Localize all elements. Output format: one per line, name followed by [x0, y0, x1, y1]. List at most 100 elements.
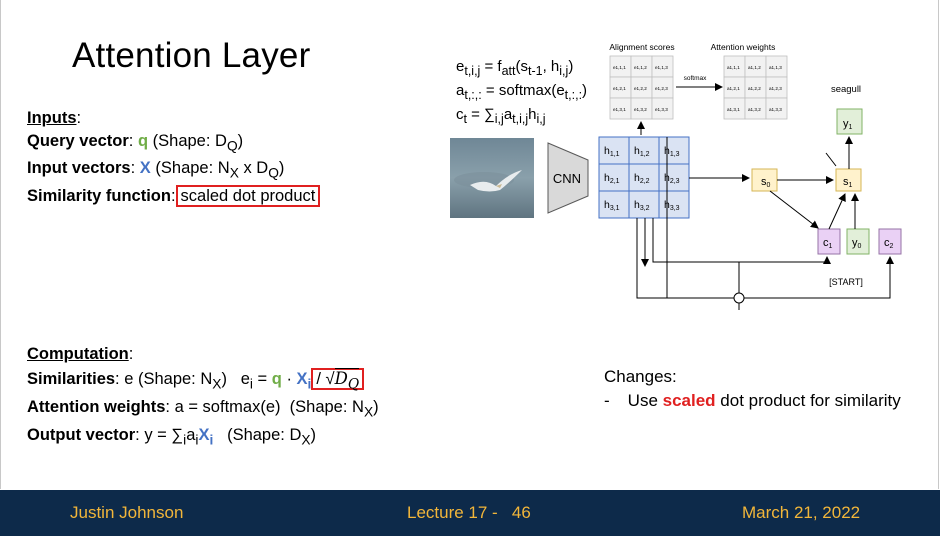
h-cell — [658, 163, 690, 192]
attention-cell-text: a1,1,1 — [727, 65, 740, 70]
footer-bar: Justin Johnson Lecture 17 - 46 March 21,… — [0, 490, 940, 536]
query-shape: (Shape: DQ) — [152, 132, 244, 154]
computation-heading-line: Computation: — [27, 345, 134, 363]
input-symbol: X — [139, 159, 151, 178]
attention-cell-text: a1,1,2 — [748, 65, 761, 70]
x-symbol: X — [296, 369, 308, 388]
similarity-line: Similarity function:scaled dot product — [27, 184, 321, 208]
input-vectors-line: Input vectors: X (Shape: NX x DQ) — [27, 159, 285, 181]
changes-heading: Changes: — [604, 367, 677, 386]
attention-weights-line: Attention weights: a = softmax(e) (Shape… — [27, 398, 379, 420]
s1-to-attention-line — [825, 152, 837, 167]
softmax-label: softmax — [684, 75, 708, 82]
attention-cell-text: a1,3,3 — [769, 107, 782, 112]
h-cell-label: h3,1 — [604, 199, 620, 212]
h-cell — [628, 190, 660, 219]
c1-label: c1 — [823, 237, 833, 250]
scale-box: / √DQ — [311, 367, 365, 392]
slide-title: Attention Layer — [72, 36, 311, 75]
inputs-block: Inputs: Query vector: q (Shape: DQ) Inpu… — [27, 107, 321, 208]
similarity-label: Similarity function — [27, 186, 171, 205]
attention-cell-text: a1,3,2 — [748, 107, 761, 112]
similarity-value-box: scaled dot product — [175, 184, 321, 207]
cnn-block — [547, 142, 589, 214]
attention-weights-label: Attention weights — [711, 42, 776, 52]
alignment-cell-text: e1,3,1 — [613, 107, 626, 112]
c2-box — [878, 228, 902, 255]
seagull-image — [450, 138, 534, 218]
attention-cell-text: a1,2,2 — [748, 86, 761, 91]
y1-box — [836, 108, 863, 135]
alignment-cell-text: e1,2,3 — [655, 86, 668, 91]
formula-block: et,i,j = fatt(st-1, hi,j) at,:,: = softm… — [456, 57, 587, 129]
attention-diagram: Alignment scores Attention weights e1,1,… — [450, 42, 902, 310]
h-cell-label: h2,1 — [604, 172, 620, 185]
y0-label: y0 — [852, 237, 862, 250]
inputs-heading-line: Inputs: — [27, 109, 82, 127]
h-cell — [598, 190, 630, 219]
seagull-label: seagull — [831, 84, 861, 95]
attention-weights-grid: a1,1,1 a1,1,2 a1,1,3 a1,2,1 a1,2,2 a1,2,3 a1,3… — [723, 55, 788, 120]
footer-author: Justin Johnson — [70, 503, 184, 522]
attention-cell-text: a1,2,3 — [769, 86, 782, 91]
footer-lecture: Lecture 17 - 46 — [407, 503, 531, 522]
cnn-label: CNN — [553, 171, 581, 186]
h-cell — [658, 190, 690, 219]
query-symbol: q — [137, 132, 149, 150]
h-cell — [658, 136, 690, 165]
input-shape: (Shape: NX x DQ) — [155, 159, 285, 181]
alignment-cell-text: e1,1,2 — [634, 65, 647, 70]
similarities-line: Similarities: e (Shape: NX) ei = q · Xi/… — [27, 367, 379, 397]
multiply-node — [733, 292, 745, 304]
output-vector-label: Output vector — [27, 426, 136, 445]
mult-to-c2-path — [744, 256, 894, 299]
c1-to-s1-arrow — [828, 193, 846, 230]
formula-a: at,:,: = softmax(et,:,:) — [456, 82, 588, 102]
c1-box — [817, 228, 841, 255]
scaled-highlight: scaled — [662, 391, 716, 410]
h-cell-label: h3,2 — [634, 199, 650, 212]
alignment-cell-text: e1,3,2 — [634, 107, 647, 112]
h-cell-label: h1,1 — [604, 145, 620, 158]
y0-box — [846, 228, 870, 255]
attention-cell-text: a1,2,1 — [727, 86, 740, 91]
alignment-cell-text: e1,1,1 — [613, 65, 626, 70]
attention-cell — [765, 97, 788, 120]
s1-label: s1 — [843, 176, 853, 189]
c2-label: c2 — [884, 237, 894, 250]
input-label: Input vectors — [27, 159, 131, 178]
inputs-heading: Inputs — [27, 109, 77, 127]
attention-weights-label: Attention weights — [27, 398, 166, 417]
query-label: Query vector — [27, 132, 129, 150]
similarities-label: Similarities — [27, 369, 116, 388]
attention-cell-text: a1,3,1 — [727, 107, 740, 112]
h-to-mult-path — [636, 218, 734, 299]
formula-e: et,i,j = fatt(st-1, hi,j) — [456, 58, 574, 78]
h-cell-label: h1,2 — [634, 145, 650, 158]
alignment-cell-text: e1,1,3 — [655, 65, 668, 70]
computation-heading: Computation — [27, 345, 129, 363]
alignment-cell — [651, 97, 674, 120]
query-line: Query vector: q (Shape: DQ) — [27, 132, 244, 154]
alignment-cell-text: e1,2,1 — [613, 86, 626, 91]
changes-item: -Use scaled dot product for similarity — [604, 391, 901, 410]
computation-block: Computation: Similarities: e (Shape: NX)… — [27, 343, 379, 452]
changes-block: Changes: -Use scaled dot product for sim… — [604, 365, 901, 413]
output-vector-line: Output vector: y = ∑iaiXi (Shape: DX) — [27, 426, 317, 448]
s0-to-c1-arrow — [769, 190, 819, 229]
y1-label: y1 — [843, 118, 853, 131]
start-label: [START] — [829, 277, 863, 287]
attention-cell-text: a1,1,3 — [769, 65, 782, 70]
formula-c: ct = ∑i,jat,i,jhi,j — [456, 106, 546, 126]
q-symbol: q — [271, 369, 282, 388]
alignment-scores-label: Alignment scores — [609, 42, 674, 52]
footer-date: March 21, 2022 — [742, 503, 861, 522]
h-cell — [598, 163, 630, 192]
s0-label: s0 — [761, 176, 771, 189]
alignment-cell-text: e1,3,3 — [655, 107, 668, 112]
h-cell-label: h2,2 — [634, 172, 650, 185]
context-c1-path — [652, 218, 831, 264]
